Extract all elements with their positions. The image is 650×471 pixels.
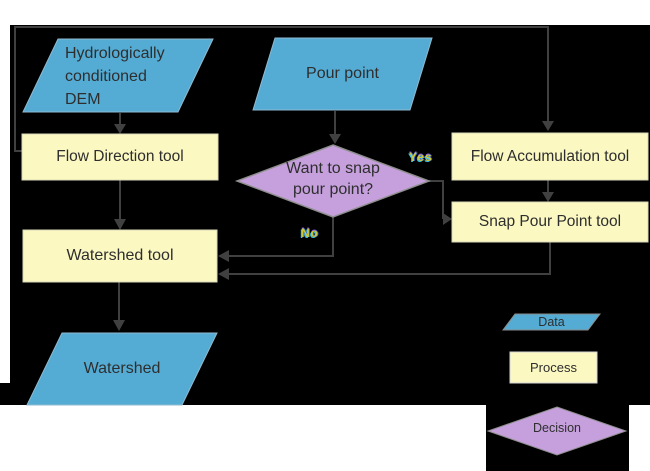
dem-line-3: DEM (65, 91, 101, 108)
edge-decision-yes (429, 180, 444, 219)
arrowhead-to-flowaccumulation (542, 121, 554, 131)
node-watershedtool-label: Watershed tool (66, 247, 174, 264)
node-snappourpoint-shape (451, 201, 649, 243)
node-pourpoint-label: Pour point (306, 65, 379, 82)
dem-line-1: Hydrologically (65, 45, 165, 62)
arrowhead-no-to-watershedtool (218, 250, 229, 262)
node-watershedtool-shape (22, 229, 218, 283)
node-pourpoint-shape (252, 37, 433, 111)
node-decision-label: Want to snap pour point? (237, 158, 429, 204)
connectors (14, 26, 551, 321)
arrowhead-to-snap-top (542, 192, 554, 202)
node-dem-label: Hydrologically conditioned DEM (65, 42, 185, 110)
legend-process-shape (509, 351, 598, 384)
node-flowdirection-shape (21, 133, 219, 181)
node-flowdirection-label: Flow Direction tool (56, 148, 184, 165)
arrowhead-to-flowdirection (114, 124, 126, 134)
edge-snap-to-watershedtool (229, 242, 551, 275)
arrowheads (113, 121, 554, 331)
node-decision-shape (234, 144, 432, 218)
decision-line-2: pour point? (292, 181, 374, 198)
legend-decision-shape (486, 406, 628, 456)
node-flowaccumulation-label: Flow Accumulation tool (470, 147, 630, 165)
decision-line-1: Want to snap (286, 160, 380, 177)
legend-data-label: Data (538, 315, 565, 329)
edge-decision-no (229, 217, 334, 257)
arrowhead-to-watershed (113, 320, 125, 331)
arrowhead-yes-to-snap (443, 213, 452, 225)
edge-label-yes: Yes (409, 150, 433, 164)
dem-line-2: conditioned (65, 68, 147, 85)
node-watershed-label: Watershed (83, 360, 161, 377)
legend-process-label: Process (530, 359, 577, 375)
arrowhead-to-watershedtool-top (114, 219, 126, 230)
node-dem-shape (22, 38, 214, 113)
canvas-left-notch (0, 383, 10, 405)
node-watershed-shape (26, 332, 218, 406)
node-snappourpoint-label: Snap Pour Point tool (478, 213, 622, 230)
node-flowaccumulation-shape (451, 132, 649, 181)
arrowhead-snap-to-watershedtool (218, 268, 229, 280)
legend-decision-label: Decision (533, 421, 581, 435)
edge-flowdirection-to-flowaccumulation (14, 26, 549, 152)
arrowhead-to-decision (329, 134, 341, 144)
edge-label-no: No (301, 226, 319, 240)
legend-data-shape (502, 313, 601, 331)
